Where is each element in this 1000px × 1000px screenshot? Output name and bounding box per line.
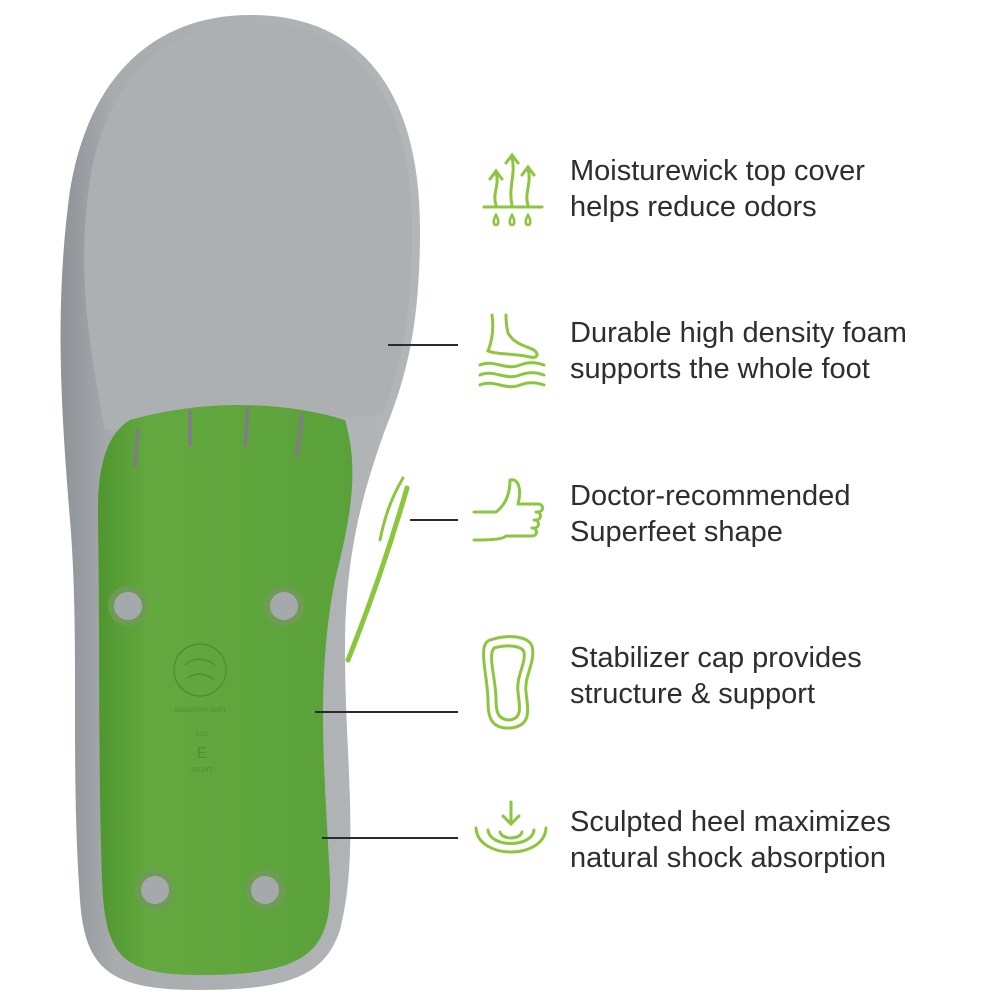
- size-label-emboss: SIZE: [195, 732, 208, 738]
- arch-accent-lines: [345, 476, 410, 663]
- leader-line-cap: [315, 711, 458, 713]
- heel-shock-icon: [474, 800, 548, 854]
- feature-moisturewick: Moisturewick top cover helps reduce odors: [466, 145, 986, 235]
- size-emboss: E: [197, 745, 208, 762]
- feature-foam: Durable high density foam supports the wh…: [466, 307, 986, 397]
- stabilizer-cap: [97, 405, 353, 975]
- feature-line1: Doctor-recommended: [570, 480, 851, 512]
- feature-line1: Sculpted heel maximizes: [570, 806, 891, 838]
- insole-pods: [108, 586, 304, 910]
- leader-line-heel: [322, 837, 458, 839]
- feature-line2: structure & support: [570, 678, 815, 710]
- feature-line2: supports the whole foot: [570, 353, 870, 385]
- feature-line2: Superfeet shape: [570, 516, 783, 548]
- flex-grooves: [133, 406, 304, 467]
- insole-illustration: superfeet.com SIZE E RIGHT: [60, 15, 420, 990]
- thumbs-up-icon: [472, 478, 544, 542]
- feature-cap: Stabilizer cap provides structure & suppo…: [466, 632, 986, 732]
- brand-site-emboss: superfeet.com: [175, 705, 226, 714]
- feature-heel: Sculpted heel maximizes natural shock abs…: [466, 796, 986, 886]
- feature-line2: helps reduce odors: [570, 191, 817, 223]
- leader-line-shape: [410, 519, 458, 521]
- insole-top-cover: [84, 22, 412, 430]
- leader-line-foam: [388, 344, 458, 346]
- stabilizer-cap-icon: [482, 635, 535, 730]
- moisture-wick-icon: [482, 152, 544, 227]
- feature-line1: Moisturewick top cover: [570, 155, 865, 187]
- feature-line1: Stabilizer cap provides: [570, 642, 862, 674]
- side-emboss: RIGHT: [191, 767, 214, 774]
- feature-line2: natural shock absorption: [570, 842, 886, 874]
- superfeet-logo-emboss: [173, 643, 227, 697]
- feature-line1: Durable high density foam: [570, 317, 907, 349]
- foam-foot-icon: [478, 313, 546, 389]
